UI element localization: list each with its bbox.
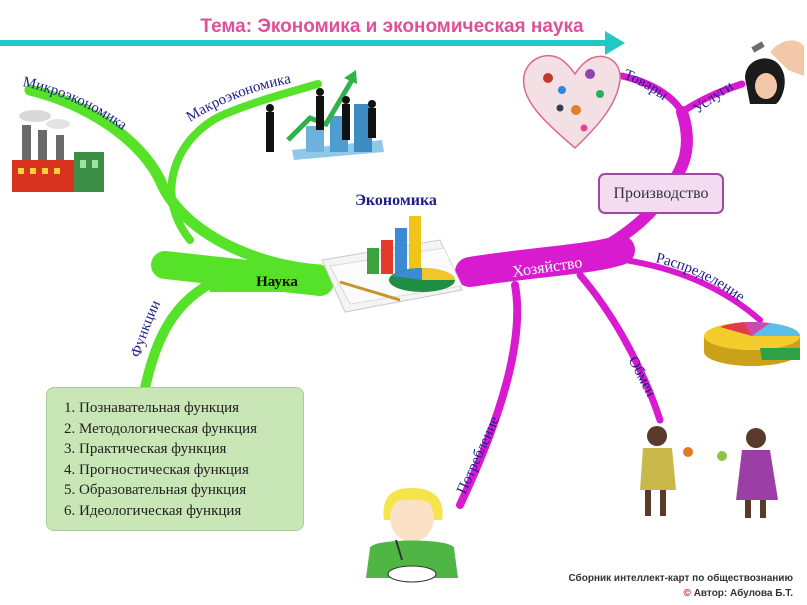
branch-obmen [576, 271, 664, 424]
label-tovary: Товары [621, 67, 670, 104]
production-label: Производство [613, 184, 709, 202]
function-item-2: 2. Методологическая функция [64, 420, 258, 437]
consumption-illustration [366, 488, 458, 583]
macro-illustration [266, 70, 384, 160]
economy-illustration [321, 216, 463, 313]
nauka-hub: Наука [205, 266, 320, 292]
label-mikroekonomika: Микроэкономика [21, 74, 130, 134]
exchange-illustration [640, 426, 778, 518]
credit-author: Автор: Абулова Б.Т. [693, 588, 793, 599]
label-raspredelenie: Распределение [654, 250, 748, 305]
function-item-6: 6. Идеологическая функция [64, 502, 242, 519]
center-label-ekonomika: Экономика [355, 192, 437, 209]
green-branches [24, 80, 334, 393]
distribution-pie-illustration [704, 321, 801, 366]
label-potreblenie: Потребление [454, 414, 503, 497]
label-uslugi: Услуги [690, 78, 736, 117]
branch-micro [24, 84, 326, 276]
function-item-5: 5. Образовательная функция [64, 482, 247, 498]
copyright-symbol: © [683, 588, 691, 599]
branch-macro [167, 80, 322, 244]
page-title: Тема: Экономика и экономическая наука [200, 16, 584, 37]
credit-line-1: Сборник интеллект-карт по обществознанию [568, 573, 793, 584]
functions-box: 1. Познавательная функция 2. Методологич… [46, 387, 304, 531]
function-item-3: 3. Практическая функция [64, 441, 227, 457]
branch-raspredelenie [607, 255, 763, 323]
branch-hub-magenta [455, 235, 635, 287]
title-arrow [0, 31, 625, 55]
branch-uslugi [678, 80, 746, 116]
nauka-label: Наука [256, 274, 298, 290]
function-item-1: 1. Познавательная функция [64, 400, 240, 416]
credit-block: Сборник интеллект-карт по обществознанию… [568, 571, 793, 601]
function-item-4: 4. Прогностическая функция [64, 461, 249, 478]
magenta-branches [455, 72, 763, 509]
branch-tovary [618, 72, 686, 116]
branch-potreblenie [456, 281, 522, 509]
factory-illustration [12, 110, 104, 192]
label-obmen: Обмен [625, 354, 659, 399]
production-box: Производство [598, 173, 724, 214]
services-illustration [745, 40, 804, 104]
goods-heart-illustration [522, 55, 621, 150]
